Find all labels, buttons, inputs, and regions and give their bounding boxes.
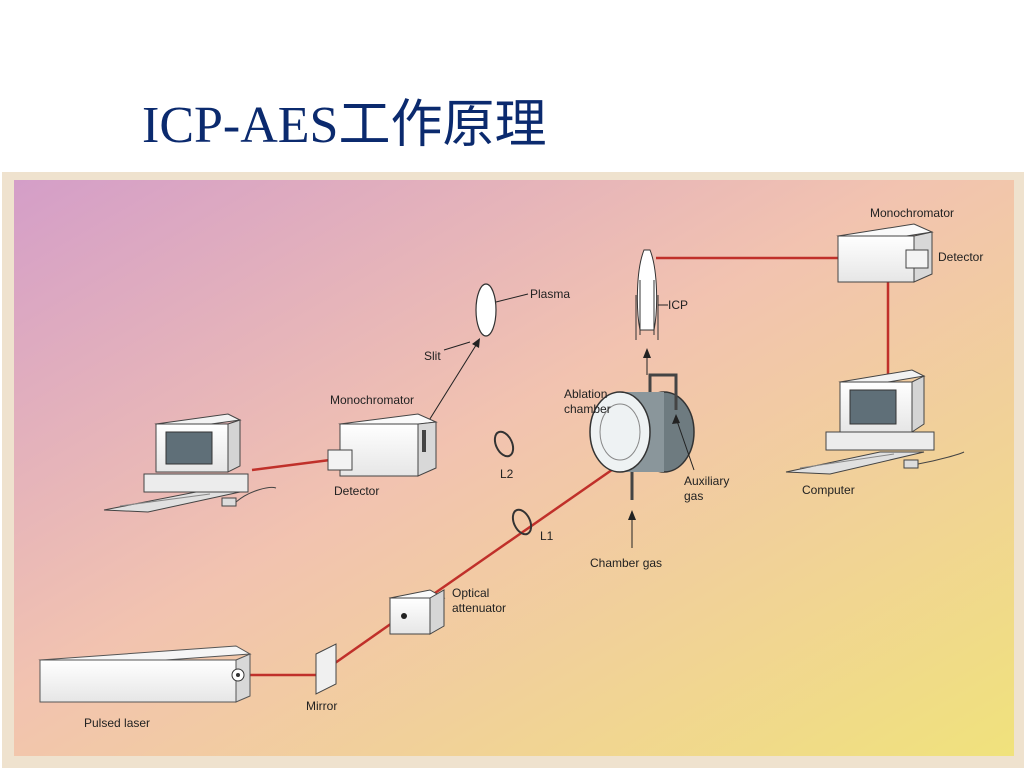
label-auxiliary-gas-1: Auxiliary [684, 474, 729, 488]
label-plasma: Plasma [530, 287, 570, 301]
icp-torch [635, 249, 659, 375]
left-computer [103, 413, 277, 513]
slit-arrowhead [472, 338, 480, 348]
ablation-chamber [589, 373, 695, 500]
label-chamber-gas: Chamber gas [590, 556, 662, 570]
plasma-leader [495, 293, 529, 303]
label-monochromator-left: Monochromator [330, 393, 414, 407]
mirror [315, 643, 337, 695]
label-optical-attenuator-2: attenuator [452, 601, 506, 615]
laser-beam [236, 440, 653, 677]
lens-l2 [493, 430, 515, 458]
label-l1: L1 [540, 529, 554, 543]
right-computer [785, 369, 965, 475]
label-ablation-chamber-1: Ablation [564, 387, 607, 401]
label-icp: ICP [668, 298, 688, 312]
label-optical-attenuator-1: Optical [452, 586, 489, 600]
label-slit: Slit [424, 349, 441, 363]
icp-aes-diagram: Pulsed laser Mirror Optical attenuator L… [0, 170, 1024, 768]
diagram-svg: Pulsed laser Mirror Optical attenuator L… [2, 172, 1024, 768]
label-computer: Computer [802, 483, 855, 497]
label-ablation-chamber-2: chamber [564, 402, 611, 416]
label-l2: L2 [500, 467, 514, 481]
right-monochromator [836, 223, 934, 283]
chamber-gas-arrowhead [628, 510, 636, 520]
left-monochromator [338, 413, 438, 477]
label-pulsed-laser: Pulsed laser [84, 716, 150, 730]
label-detector-left: Detector [334, 484, 379, 498]
pulsed-laser [38, 645, 252, 703]
label-mirror: Mirror [306, 699, 337, 713]
aux-gas-arrowhead [672, 414, 680, 424]
slit-leader [443, 341, 471, 351]
optical-attenuator [388, 589, 446, 635]
slit-to-monochromator-arrow [427, 341, 479, 423]
label-auxiliary-gas-2: gas [684, 489, 703, 503]
aux-gas-arrow [675, 417, 695, 471]
slide-title: ICP-AES工作原理 [142, 97, 547, 154]
left-detector-cable [251, 458, 331, 472]
label-detector-right: Detector [938, 250, 983, 264]
left-detector [327, 449, 353, 471]
plasma [475, 283, 497, 337]
label-monochromator-right: Monochromator [870, 206, 954, 220]
lens-l1 [511, 508, 533, 536]
